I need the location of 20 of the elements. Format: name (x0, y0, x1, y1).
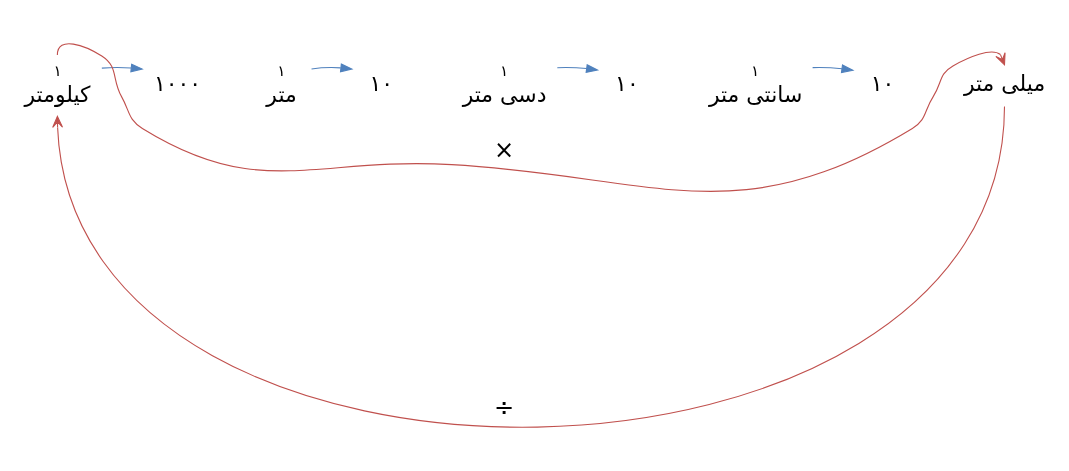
arrow (101, 63, 144, 73)
arrow (56, 43, 1006, 192)
node-text: کیلومتر (24, 82, 91, 108)
arrow (812, 64, 855, 74)
node-label: ۱ (751, 62, 760, 81)
arrow (310, 63, 354, 73)
edge-label: × (493, 135, 515, 164)
edge-label: ÷ (493, 394, 515, 423)
node-text: میلی متر (963, 71, 1046, 97)
node-label: ۱ (277, 62, 286, 81)
node-text: متر (266, 82, 297, 108)
node-text: ۱۰ (870, 71, 895, 97)
node-text: ۱۰ (369, 71, 393, 97)
node-text: دسی متر (462, 82, 547, 108)
node-text: ۱۰ (615, 71, 639, 97)
node-label: ۱ (53, 62, 62, 81)
node-text: سانتی متر (708, 82, 803, 108)
arrow (556, 63, 600, 74)
node-label: ۱ (499, 62, 509, 81)
node-text: ۱۰۰۰ (153, 71, 201, 97)
